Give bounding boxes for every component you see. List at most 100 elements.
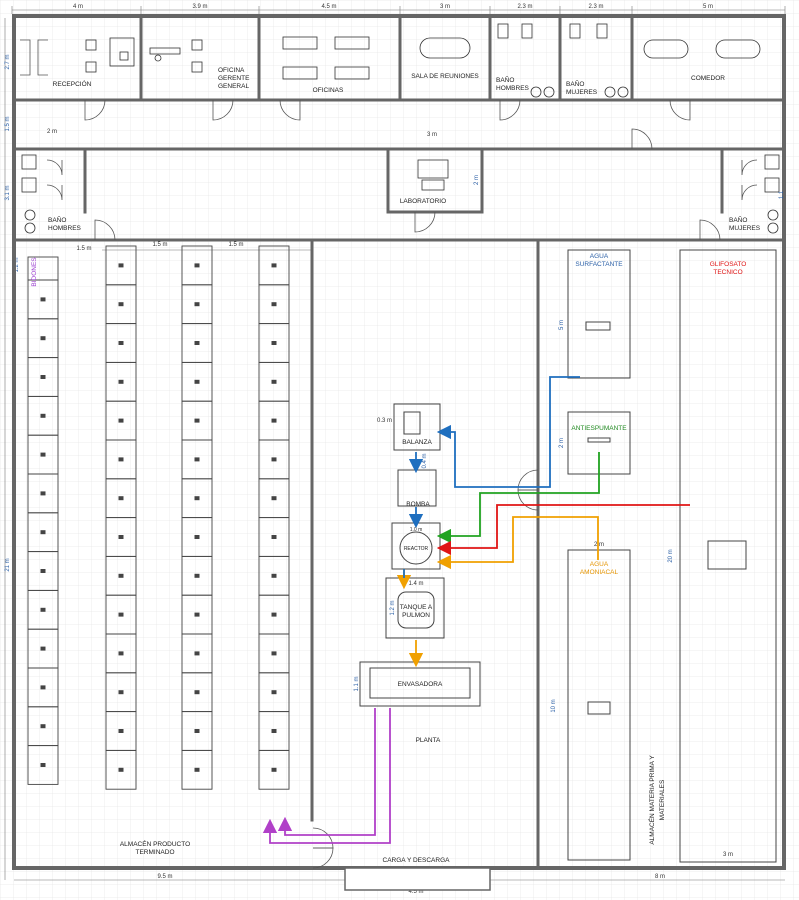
label-amoniacal-1: AGUA — [590, 561, 609, 568]
rack-marker — [271, 341, 277, 345]
tanque-pulmon — [385, 577, 445, 639]
bidones-area — [27, 256, 59, 281]
dim-top-3: 4.5 m — [321, 4, 336, 10]
dim-reactor-w: 1.0 m — [410, 527, 423, 533]
dim-top-6: 2.3 m — [588, 4, 603, 10]
label-oficina-gerente-2: GERENTE — [218, 75, 250, 82]
label-bano-hombres-top-1: BAÑO — [496, 75, 514, 84]
dim-left-5: 21 m — [5, 558, 11, 571]
rack-marker — [271, 302, 277, 307]
rack-cell — [105, 749, 137, 790]
rack-marker — [118, 690, 124, 695]
dim-lab-width: 3 m — [427, 132, 437, 138]
dim-top-5: 2.3 m — [517, 4, 532, 10]
label-surfactante-1: AGUA — [590, 253, 609, 260]
dim-glifosato-w: 3 m — [723, 852, 733, 858]
rack-cell — [258, 749, 290, 790]
rack-marker — [118, 418, 124, 423]
flow-surfactante — [436, 376, 580, 488]
rack-marker — [40, 413, 46, 418]
rack-marker — [271, 418, 277, 423]
rack-marker — [118, 379, 124, 384]
dim-amoniacal-h: 10 m — [551, 699, 557, 712]
label-bano-mujeres-right-2: MUJERES — [729, 225, 761, 232]
rack-marker — [40, 297, 46, 302]
tank-labels: AGUA SURFACTANTE ANTIESPUMANTE AGUA AMON… — [571, 253, 746, 576]
flow-glifosato — [436, 504, 690, 556]
label-amoniacal-2: AMONIACAL — [580, 569, 619, 576]
rack-marker — [118, 496, 124, 501]
rack-marker — [271, 535, 277, 539]
tank-glifosato — [679, 249, 777, 863]
dim-lab-side: 2 m — [474, 175, 480, 185]
rack-cell — [181, 749, 213, 790]
bottom-dimension-labels: 9.5 m 4.5 m 8 m — [157, 874, 665, 895]
label-bano-hombres-left-1: BAÑO — [48, 215, 66, 224]
label-envasadora: ENVASADORA — [398, 681, 443, 688]
dim-top-1: 4 m — [73, 4, 83, 10]
dim-bottom-3: 8 m — [655, 874, 665, 880]
rack-marker — [40, 763, 46, 767]
label-glifosato-1: GLIFOSATO — [710, 261, 747, 268]
office-furniture — [21, 23, 780, 234]
rack-marker — [194, 573, 200, 578]
rack-marker — [194, 535, 200, 539]
dim-right-small: 1.1 — [779, 190, 785, 199]
label-almacen-producto-1: ALMACÉN PRODUCTO — [120, 839, 190, 848]
dim-envasadora-h: 1.1 m — [354, 676, 360, 691]
dim-bottom-2: 4.5 m — [408, 889, 423, 895]
rack-marker — [40, 646, 46, 651]
label-bomba: BOMBA — [406, 501, 430, 508]
dim-balanza-h: 0.4 m — [422, 453, 428, 468]
rack-marker — [194, 496, 200, 501]
dim-left-1: 2.7 m — [5, 54, 11, 69]
rack-marker — [40, 569, 46, 573]
rack-marker — [271, 612, 277, 617]
rack-marker — [194, 457, 200, 462]
rack-marker — [118, 767, 124, 772]
dim-top-7: 5 m — [703, 4, 713, 10]
label-planta: PLANTA — [416, 737, 441, 744]
label-bano-hombres-top-2: HOMBRES — [496, 85, 530, 92]
tank-agua-amoniacal — [567, 549, 631, 861]
rack-marker — [118, 535, 124, 539]
label-tanque-1: TANQUE A — [400, 604, 433, 611]
rack-marker — [271, 263, 277, 268]
dim-amoniacal-w: 2 m — [594, 542, 604, 548]
label-tanque-2: PULMON — [402, 612, 430, 619]
label-bano-mujeres-top-1: BAÑO — [566, 79, 584, 88]
rack-marker — [271, 457, 277, 462]
label-recepcion: RECEPCIÓN — [53, 79, 92, 88]
label-almacen-materia-2: MATERIALES — [659, 779, 666, 820]
rack-marker — [271, 651, 277, 656]
rack-marker — [40, 491, 46, 496]
label-balanza: BALANZA — [402, 439, 432, 446]
rack-marker — [118, 341, 124, 345]
rack-marker — [271, 496, 277, 501]
rack-marker — [118, 457, 124, 462]
rack-marker — [118, 729, 124, 733]
dim-left-2: 1.5 m — [5, 116, 11, 131]
dim-bottom-1: 9.5 m — [157, 874, 172, 880]
left-dimension-labels: 2.7 m 1.5 m 3.1 m 1.2 m 21 m — [5, 54, 20, 571]
label-laboratorio: LABORATORIO — [400, 198, 446, 205]
rack-marker — [194, 341, 200, 345]
label-oficina-gerente-1: OFICINA — [218, 67, 245, 74]
rack-marker — [194, 418, 200, 423]
loading-dock — [344, 867, 491, 891]
rack-cell — [27, 745, 59, 785]
rack-marker — [194, 263, 200, 268]
dim-top-4: 3 m — [440, 4, 450, 10]
tank-agua-surfactante — [567, 249, 631, 379]
rack-marker — [40, 685, 46, 690]
dim-aisle-2: 1.5 m — [152, 242, 167, 248]
doors — [20, 39, 758, 869]
rack-marker — [40, 724, 46, 729]
storage-racks — [27, 245, 290, 790]
dim-tanque-w: 1.4 m — [408, 581, 423, 587]
room-labels: RECEPCIÓN OFICINA GERENTE GENERAL OFICIN… — [31, 67, 761, 864]
rack-marker — [271, 729, 277, 733]
flow-amoniacal — [436, 516, 599, 570]
rack-marker — [40, 375, 46, 379]
